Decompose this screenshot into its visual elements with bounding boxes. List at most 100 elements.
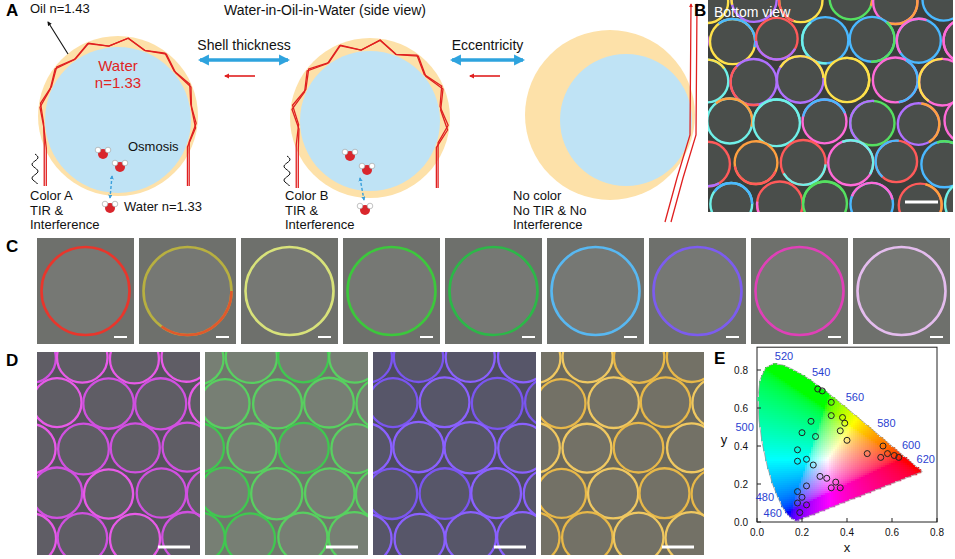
gamut-fill	[809, 391, 811, 393]
gamut-fill	[807, 397, 809, 399]
gamut-fill	[767, 403, 769, 405]
gamut-fill	[797, 381, 799, 383]
microcapsule-ring	[803, 99, 847, 143]
microcapsule-ring-segment	[898, 103, 940, 145]
gamut-fill	[759, 413, 761, 415]
gamut-fill	[767, 381, 769, 383]
gamut-fill	[795, 427, 797, 429]
gamut-fill	[769, 375, 771, 377]
gamut-fill	[779, 425, 781, 427]
gamut-fill	[787, 369, 789, 371]
gamut-fill	[793, 515, 795, 517]
gamut-fill	[791, 437, 793, 439]
gamut-fill	[785, 403, 787, 405]
gamut-fill	[803, 463, 805, 465]
gamut-fill	[795, 429, 797, 431]
microcapsule-ring	[205, 379, 250, 428]
gamut-fill	[813, 475, 815, 477]
gamut-fill	[793, 479, 795, 481]
gamut-fill	[771, 373, 773, 375]
microcapsule-ring	[735, 141, 778, 184]
gamut-fill	[807, 425, 809, 427]
gamut-fill	[787, 449, 789, 451]
gamut-fill	[813, 443, 815, 445]
gamut-fill	[773, 371, 775, 373]
gamut-fill	[797, 417, 799, 419]
gamut-fill	[777, 423, 779, 425]
gamut-fill	[809, 439, 811, 441]
microcapsule-ring	[541, 379, 585, 428]
gamut-fill	[809, 473, 811, 475]
gamut-fill	[795, 423, 797, 425]
gamut-fill	[767, 373, 769, 375]
gamut-fill	[793, 513, 795, 515]
gamut-fill	[811, 489, 813, 491]
gamut-fill	[795, 381, 797, 383]
gamut-fill	[777, 469, 779, 471]
gamut-fill	[801, 497, 803, 499]
gamut-fill	[803, 427, 805, 429]
gamut-fill	[799, 379, 801, 381]
gamut-fill	[789, 399, 791, 401]
gamut-fill	[767, 425, 769, 427]
microcapsule-ring	[373, 378, 418, 427]
gamut-fill	[771, 377, 773, 379]
gamut-fill	[775, 483, 777, 485]
gamut-fill	[789, 371, 791, 373]
gamut-fill	[775, 393, 777, 395]
gamut-fill	[803, 377, 805, 379]
gamut-fill	[773, 415, 775, 417]
gamut-fill	[801, 421, 803, 423]
gamut-fill	[767, 375, 769, 377]
gamut-fill	[777, 431, 779, 433]
cie-chromaticity-chart	[757, 347, 937, 522]
gamut-fill	[803, 447, 805, 449]
gamut-fill	[781, 483, 783, 485]
gamut-fill	[767, 457, 769, 459]
gamut-fill	[771, 471, 773, 473]
gamut-fill	[813, 453, 815, 455]
gamut-fill	[783, 439, 785, 441]
gamut-fill	[789, 415, 791, 417]
gamut-fill	[809, 407, 811, 409]
microcapsule-ring-segment	[756, 18, 798, 60]
gamut-fill	[797, 403, 799, 405]
gamut-fill	[809, 477, 811, 479]
gamut-fill	[765, 431, 767, 433]
gamut-fill	[787, 485, 789, 487]
gamut-fill	[785, 437, 787, 439]
gamut-fill	[805, 493, 807, 495]
gamut-fill	[787, 453, 789, 455]
gamut-fill	[811, 427, 813, 429]
gamut-fill	[787, 435, 789, 437]
gamut-fill	[783, 471, 785, 473]
gamut-fill	[795, 453, 797, 455]
gamut-fill	[773, 397, 775, 399]
gamut-fill	[767, 413, 769, 415]
gamut-fill	[803, 401, 805, 403]
gamut-fill	[799, 423, 801, 425]
gamut-fill	[793, 417, 795, 419]
gamut-fill	[783, 477, 785, 479]
gamut-fill	[791, 509, 793, 511]
gamut-fill	[779, 423, 781, 425]
gamut-fill	[775, 487, 777, 489]
microcapsule-ring	[921, 141, 953, 187]
gamut-fill	[787, 425, 789, 427]
gamut-fill	[785, 457, 787, 459]
gamut-fill	[777, 485, 779, 487]
gamut-fill	[809, 413, 811, 415]
gamut-fill	[781, 467, 783, 469]
microcapsule-ring	[356, 469, 368, 518]
gamut-fill	[807, 439, 809, 441]
gamut-fill	[805, 399, 807, 401]
microcapsule-ring	[445, 422, 496, 473]
gamut-fill	[775, 475, 777, 477]
gamut-fill	[791, 409, 793, 411]
gamut-fill	[803, 379, 805, 381]
gamut-fill	[809, 421, 811, 423]
gamut-fill	[791, 495, 793, 497]
gamut-fill	[811, 509, 813, 511]
gamut-fill	[765, 437, 767, 439]
microcapsule-ring	[329, 512, 368, 555]
